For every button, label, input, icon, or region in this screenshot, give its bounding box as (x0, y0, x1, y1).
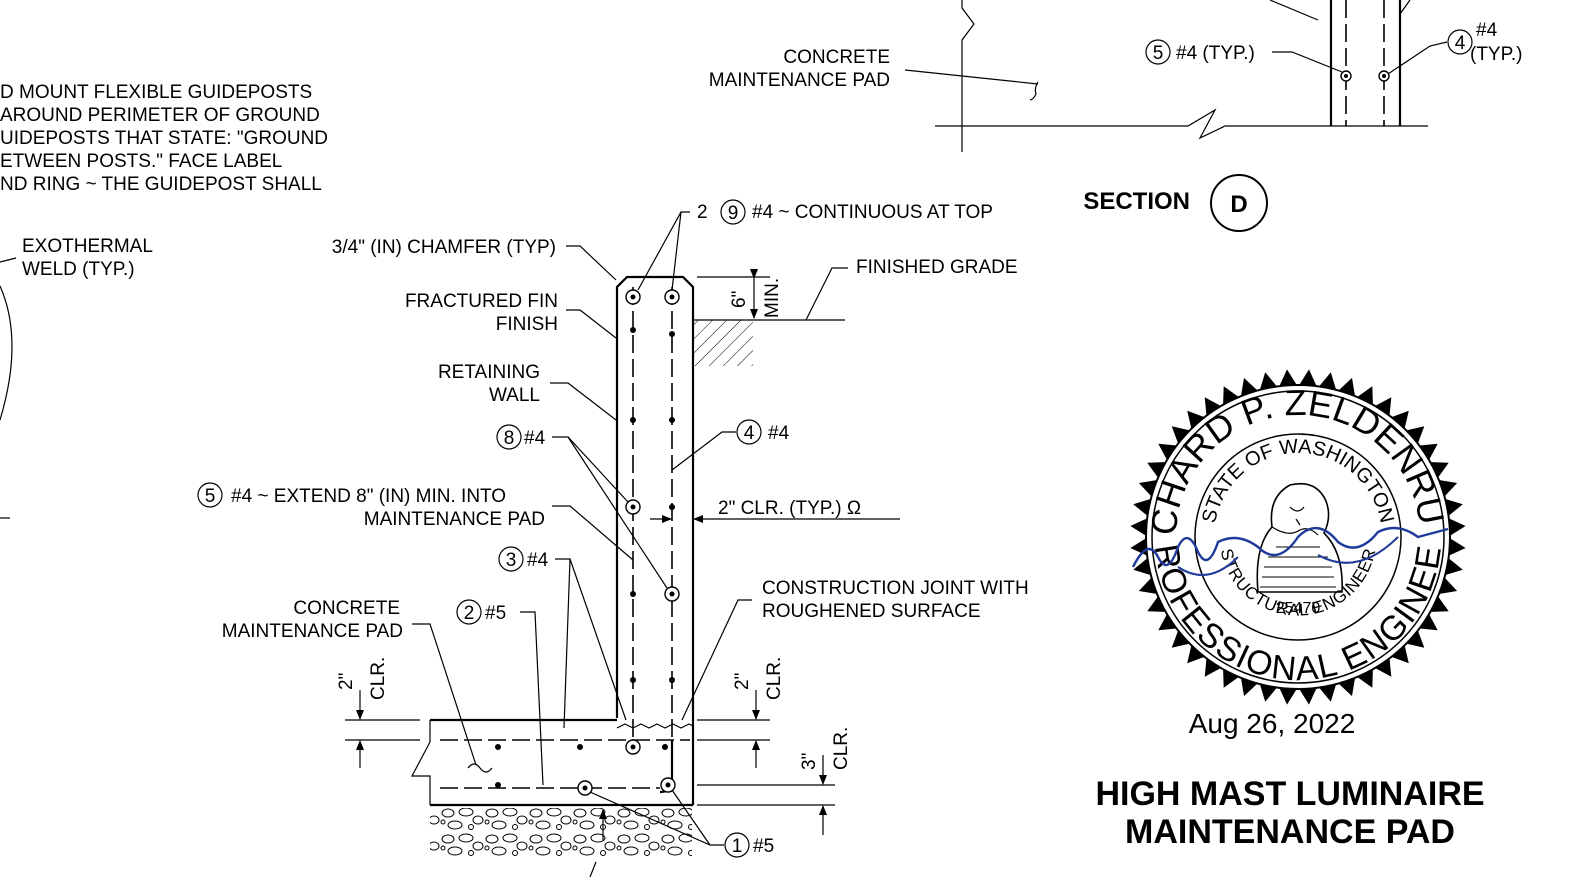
bar-mark-9 (720, 199, 746, 225)
weld-label-2: WELD (TYP.) (22, 259, 135, 280)
section-d-bar5-label: #4 (TYP.) (1176, 43, 1255, 64)
seal-license: 25470 (1276, 600, 1321, 617)
seal-date: Aug 26, 2022 (1189, 708, 1356, 739)
finished-grade-label: FINISHED GRADE (856, 257, 1018, 278)
bar-mark-8 (496, 424, 522, 450)
sheet-title-line-2: MAINTENANCE PAD (1125, 813, 1455, 851)
svg-text:4: 4 (744, 423, 755, 444)
bar-mark-3 (498, 546, 524, 572)
gravel-base (430, 808, 692, 856)
top-bars-label: #4 ~ CONTINUOUS AT TOP (752, 202, 993, 223)
svg-text:4: 4 (1455, 33, 1466, 54)
signature (1131, 526, 1449, 568)
finish-label-2: FINISH (496, 314, 558, 335)
section-d-pad-label-1: CONCRETE (783, 47, 890, 68)
bottom-clr-dim: 3" (799, 753, 820, 770)
note-line-1: D MOUNT FLEXIBLE GUIDEPOSTS (0, 82, 312, 103)
finish-label-1: FRACTURED FIN (405, 291, 558, 312)
retaining-wall-section (411, 275, 845, 856)
svg-text:5: 5 (1153, 43, 1164, 64)
bar5-label-1: #4 ~ EXTEND 8" (IN) MIN. INTO (231, 486, 506, 507)
main-callouts: 2 9 #4 ~ CONTINUOUS AT TOP 3/4" (IN) CHA… (197, 199, 1029, 877)
svg-text:5: 5 (205, 486, 216, 507)
retaining-wall-label-1: RETAINING (438, 362, 540, 383)
section-d-detail: CONCRETE MAINTENANCE PAD 5 #4 (TYP.) 4 #… (709, 0, 1522, 232)
chamfer-label: 3/4" (IN) CHAMFER (TYP) (332, 237, 556, 258)
svg-text:2: 2 (464, 603, 475, 624)
sheet-title-line-1: HIGH MAST LUMINAIRE (1095, 775, 1484, 813)
sheet-title: HIGH MAST LUMINAIRE MAINTENANCE PAD (1095, 775, 1484, 851)
right-clr-label: CLR. (764, 657, 785, 700)
svg-text:1: 1 (732, 836, 743, 857)
section-d-bar4-label-1: #4 (1476, 20, 1498, 41)
bar5-label-2: MAINTENANCE PAD (364, 509, 545, 530)
pad-label-2: MAINTENANCE PAD (222, 621, 403, 642)
svg-text:3: 3 (506, 550, 517, 571)
section-mark: D (1230, 191, 1247, 218)
bar-mark-1 (724, 832, 750, 858)
right-clr-dim: 2" (732, 673, 753, 690)
bar8-label: #4 (524, 428, 546, 449)
left-clr-label: CLR. (368, 657, 389, 700)
construction-joint-label-1: CONSTRUCTION JOINT WITH (762, 578, 1029, 599)
bar-mark-5-section (1145, 39, 1171, 65)
bar-mark-5 (197, 482, 223, 508)
guidepost-note: D MOUNT FLEXIBLE GUIDEPOSTS AROUND PERIM… (0, 82, 328, 195)
svg-text:9: 9 (728, 203, 739, 224)
bar2-label: #5 (485, 603, 506, 624)
note-line-4: ETWEEN POSTS." FACE LABEL (0, 151, 282, 172)
six-inch-dim: 6" (729, 291, 750, 308)
section-d-pad-label-2: MAINTENANCE PAD (709, 70, 890, 91)
weld-label-1: EXOTHERMAL (22, 236, 153, 257)
pad-label-1: CONCRETE (293, 598, 400, 619)
rebar-dots (495, 289, 680, 796)
exothermal-weld-callout: EXOTHERMAL WELD (TYP.) (0, 236, 153, 519)
bar1-label: #5 (753, 836, 774, 857)
note-line-3: UIDEPOSTS THAT STATE: "GROUND (0, 128, 328, 149)
portrait-icon (1256, 482, 1343, 593)
bar4-label: #4 (768, 423, 790, 444)
section-heading: SECTION (1083, 188, 1190, 215)
clear-cover-label: 2" CLR. (TYP.) Ω (718, 498, 861, 519)
ground-ring-arc (0, 285, 13, 421)
bar-mark-4 (736, 419, 762, 445)
construction-joint-label-2: ROUGHENED SURFACE (762, 601, 981, 622)
bottom-clr-label: CLR. (831, 727, 852, 770)
left-clr-dim: 2" (336, 673, 357, 690)
bar-mark-2 (456, 599, 482, 625)
note-line-5: ND RING ~ THE GUIDEPOST SHALL (0, 174, 322, 195)
bar3-label: #4 (527, 550, 549, 571)
soil-hatch (693, 320, 753, 366)
note-line-2: AROUND PERIMETER OF GROUND (0, 105, 320, 126)
section-mark-circle (1210, 174, 1268, 232)
svg-text:2: 2 (697, 202, 708, 223)
min-label: MIN. (762, 278, 783, 318)
section-d-bar4-label-2: (TYP.) (1470, 44, 1522, 65)
retaining-wall-label-2: WALL (489, 385, 540, 406)
bar-mark-4-section (1447, 29, 1473, 55)
svg-text:8: 8 (504, 428, 515, 449)
